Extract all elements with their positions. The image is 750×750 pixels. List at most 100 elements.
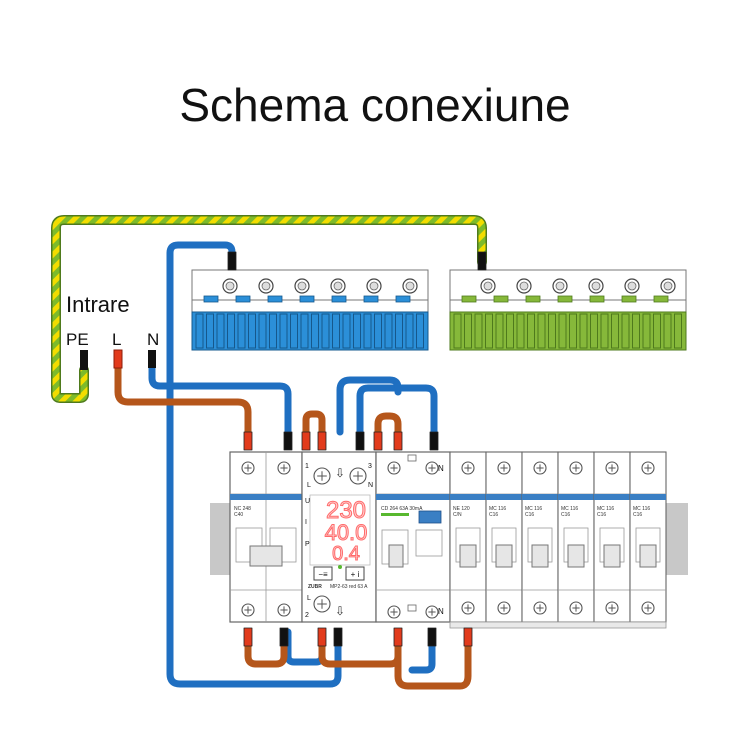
busbar-screw-icon xyxy=(222,278,238,294)
wire-ferrule xyxy=(429,431,439,451)
main-breaker-lever[interactable] xyxy=(249,545,283,567)
input-title: Intrare xyxy=(66,292,130,317)
relay-terminal-3: 3 xyxy=(368,463,372,470)
terminal-screw-icon xyxy=(277,603,291,617)
mcb-type: MC 116 xyxy=(525,506,542,512)
mcb-lever[interactable] xyxy=(639,544,657,568)
mcb-lever[interactable] xyxy=(459,544,477,568)
busbar-screw-icon xyxy=(660,278,676,294)
mcb-lever[interactable] xyxy=(603,544,621,568)
busbar-screw-icon xyxy=(480,278,496,294)
terminal-screws xyxy=(241,461,439,619)
mcb-type: MC 116 xyxy=(489,506,506,512)
wire-ferrule xyxy=(243,431,253,451)
relay-menu-button[interactable] xyxy=(313,566,333,581)
mcb-type: MC 116 xyxy=(633,506,650,512)
page-title: Schema conexiune xyxy=(179,79,571,131)
busbar-screw-icon xyxy=(624,278,640,294)
relay-voltage-readout: 230 xyxy=(326,497,366,524)
wire-ferrule xyxy=(393,431,403,451)
relay-terminal-2: 2 xyxy=(305,612,309,619)
terminal-screw-icon xyxy=(461,601,475,615)
terminal-screw-icon xyxy=(313,467,331,485)
wire-ferrule xyxy=(301,431,311,451)
terminal-screw-icon xyxy=(241,461,255,475)
terminal-screw-icon xyxy=(641,461,655,475)
relay-info-button[interactable] xyxy=(345,566,365,581)
mcb-neutral-wire xyxy=(408,628,436,674)
terminal-screw-icon xyxy=(425,461,439,475)
monitoring-relay: 230 40.0 0.4 U I P 1 3 L N L 2 −≡ + i ZU… xyxy=(301,451,377,623)
relay-status-led xyxy=(338,565,342,569)
terminal-screw-icon xyxy=(641,601,655,615)
relay-power-readout: 0.4 xyxy=(332,543,360,565)
mcb-lever[interactable] xyxy=(531,544,549,568)
rcd-lever[interactable] xyxy=(388,544,404,568)
terminal-screw-icon xyxy=(313,595,331,613)
wire-ferrule xyxy=(227,251,237,271)
mcb-type: NE 120 xyxy=(453,506,470,512)
neutral-bus-feed-wire xyxy=(166,241,342,688)
relay-to-rcd-wire xyxy=(318,628,402,668)
relay-live-loop-wire xyxy=(302,410,326,436)
terminal-screw-icon xyxy=(387,605,401,619)
mcb-type: MC 116 xyxy=(597,506,614,512)
terminal-screw-icon xyxy=(387,461,401,475)
relay-letter-p: P xyxy=(305,541,310,548)
relay-current-readout: 40.0 xyxy=(325,520,368,545)
wire-ferrule xyxy=(317,627,327,647)
busbar-screw-icon xyxy=(402,278,418,294)
input-terminal-n: N xyxy=(147,330,159,349)
busbar-screw-icon xyxy=(258,278,274,294)
input-terminal-l: L xyxy=(112,330,121,349)
relay-terminal-n-top: N xyxy=(368,482,373,489)
relay-terminal-1: 1 xyxy=(305,463,309,470)
terminal-screw-icon xyxy=(241,603,255,617)
busbar-screw-icon xyxy=(516,278,532,294)
busbar-screw-icon xyxy=(552,278,568,294)
terminal-screw-icon xyxy=(497,461,511,475)
live-input-wire xyxy=(114,362,252,436)
main-breaker: NC 248 C40 xyxy=(229,451,303,623)
main-breaker-bottom-wire xyxy=(244,628,288,668)
relay-info-button-label: + i xyxy=(351,570,360,579)
neutral-input-wire xyxy=(148,362,292,436)
relay-terminal-l-bottom: L xyxy=(307,595,311,602)
terminal-screw-icon xyxy=(461,461,475,475)
wire-ferrule xyxy=(243,627,253,647)
terminal-screw-icon xyxy=(425,605,439,619)
main-breaker-rating: C40 xyxy=(234,512,243,518)
terminal-screw-icon xyxy=(569,601,583,615)
relay-bottom-neutral-wire xyxy=(284,628,326,666)
pe-busbar xyxy=(449,269,687,351)
rcd-to-mcb-wire xyxy=(394,628,472,690)
wire-ferrule xyxy=(333,627,343,647)
relay-letter-i: I xyxy=(305,519,307,526)
rcd-label: CD 264 63A 30mA xyxy=(381,506,423,512)
din-rail-left xyxy=(210,503,232,575)
wire-ferrule xyxy=(393,627,403,647)
mcb-rating: C/N xyxy=(453,512,462,518)
relay-terminal-l-top: L xyxy=(307,482,311,489)
rcd-neutral-top: N xyxy=(438,464,444,473)
mcb-lever[interactable] xyxy=(567,544,585,568)
busbar-screw-icon xyxy=(366,278,382,294)
terminal-screw-icon xyxy=(569,461,583,475)
wire-ferrule xyxy=(355,431,365,451)
wire-ferrule xyxy=(477,251,487,271)
terminal-screw-icon xyxy=(605,601,619,615)
arrow-down-icon: ⇩ xyxy=(335,604,345,618)
rcd-test-button[interactable] xyxy=(418,510,442,524)
main-breaker-text: NC 248 xyxy=(234,506,251,512)
mcb-lever[interactable] xyxy=(495,544,513,568)
terminal-screw-icon xyxy=(349,467,367,485)
busbar-screw-icon xyxy=(294,278,310,294)
mcb-rating: C16 xyxy=(633,512,642,518)
relay-menu-button-label: −≡ xyxy=(318,570,328,579)
